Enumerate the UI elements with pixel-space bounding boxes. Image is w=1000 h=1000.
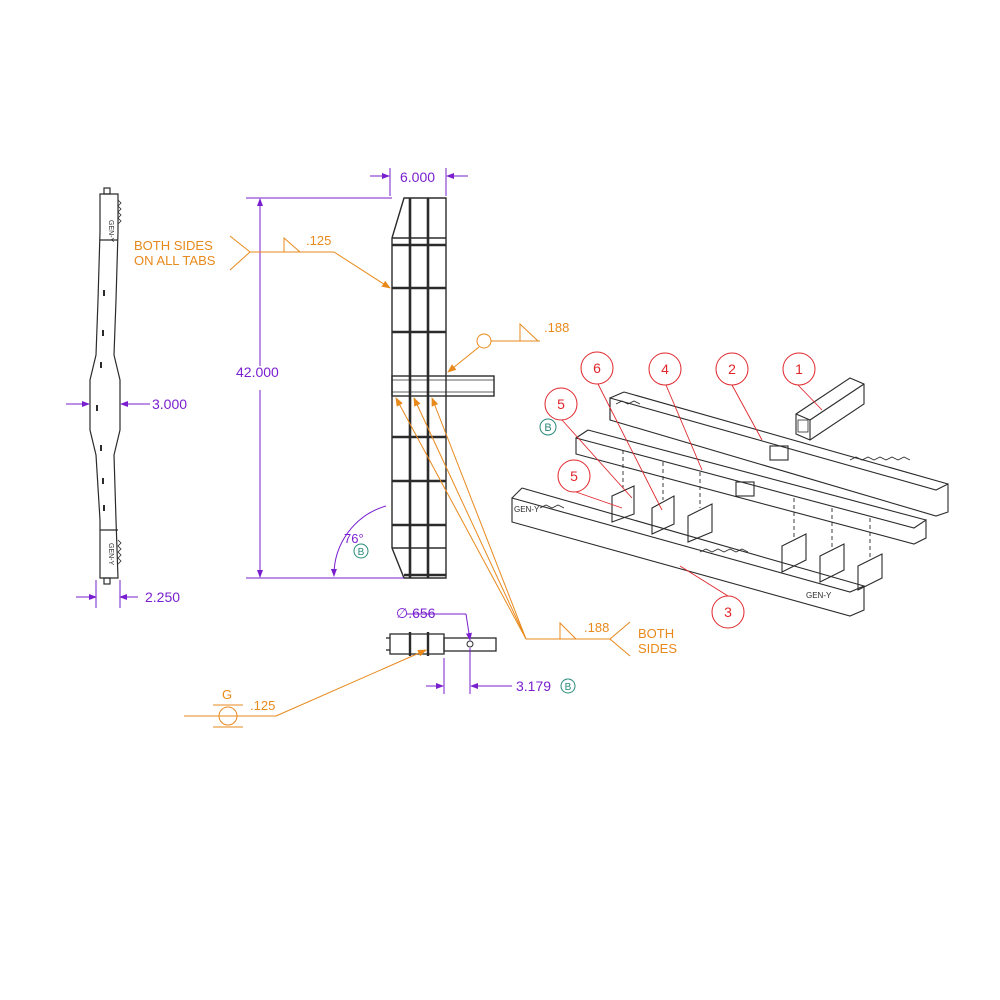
datum-b-offset-label: B (565, 682, 572, 693)
side-view (89, 187, 122, 585)
balloon-3-label: 3 (724, 604, 732, 620)
weld-circle-size: .188 (544, 320, 569, 335)
weld-callout-all-around (447, 322, 540, 373)
top-view-dims (406, 613, 512, 694)
datum-b-angle: B (353, 543, 369, 559)
weld-top-note-line2: ON ALL TABS (134, 253, 216, 268)
isometric-view (511, 377, 949, 617)
datum-b-offset: B (560, 678, 576, 694)
weld-callout-top (229, 235, 391, 289)
balloon-4-label: 4 (661, 361, 669, 377)
balloon-1-label: 1 (795, 361, 803, 377)
weld-top-size: .125 (306, 233, 331, 248)
angle-label: 76° (344, 531, 364, 546)
balloon-3: 3 (711, 595, 745, 629)
logo-mark-top: GEN-Y (107, 220, 114, 243)
logo-mark-bottom: GEN-Y (107, 543, 114, 566)
iso-logo-right: GEN-Y (806, 591, 832, 600)
offset-label: 3.179 (516, 678, 551, 694)
front-view (391, 197, 495, 579)
balloon-6: 6 (580, 351, 614, 385)
top-view (386, 632, 497, 656)
weld-callout-bottom (395, 397, 631, 657)
balloon-leaders (561, 383, 823, 597)
balloon-2: 2 (715, 352, 749, 386)
weld-bottom-note-line2: SIDES (638, 641, 677, 656)
datum-b-iso-label: B (544, 422, 551, 434)
weld-bottom-note-line1: BOTH (638, 626, 674, 641)
weld-top-note-line1: BOTH SIDES (134, 238, 213, 253)
balloon-1: 1 (782, 352, 816, 386)
balloon-6-label: 6 (593, 360, 601, 376)
width-top-label: 6.000 (400, 169, 435, 185)
weld-groove-size: .125 (250, 698, 275, 713)
height-label: 42.000 (236, 364, 279, 380)
balloon-2-label: 2 (728, 361, 736, 377)
balloon-5-lower-label: 5 (570, 468, 578, 484)
balloon-4: 4 (648, 352, 682, 386)
side-width-dimension (66, 401, 150, 608)
balloon-5-lower: 5 (557, 459, 591, 493)
balloon-5-upper-label: 5 (557, 396, 565, 412)
balloon-5-upper: 5 (544, 387, 578, 421)
weld-bottom-size: .188 (584, 620, 609, 635)
side-width-label: 3.000 (152, 396, 187, 412)
side-bottom-label: 2.250 (145, 589, 180, 605)
weld-groove-letter: G (222, 687, 232, 702)
iso-logo-left: GEN-Y (514, 505, 540, 514)
datum-b-iso: B (539, 418, 557, 436)
height-dimension (246, 168, 468, 579)
hole-dia-label: ∅.656 (396, 605, 436, 621)
weld-callout-groove (184, 649, 427, 728)
datum-b-angle-label: B (358, 547, 365, 558)
